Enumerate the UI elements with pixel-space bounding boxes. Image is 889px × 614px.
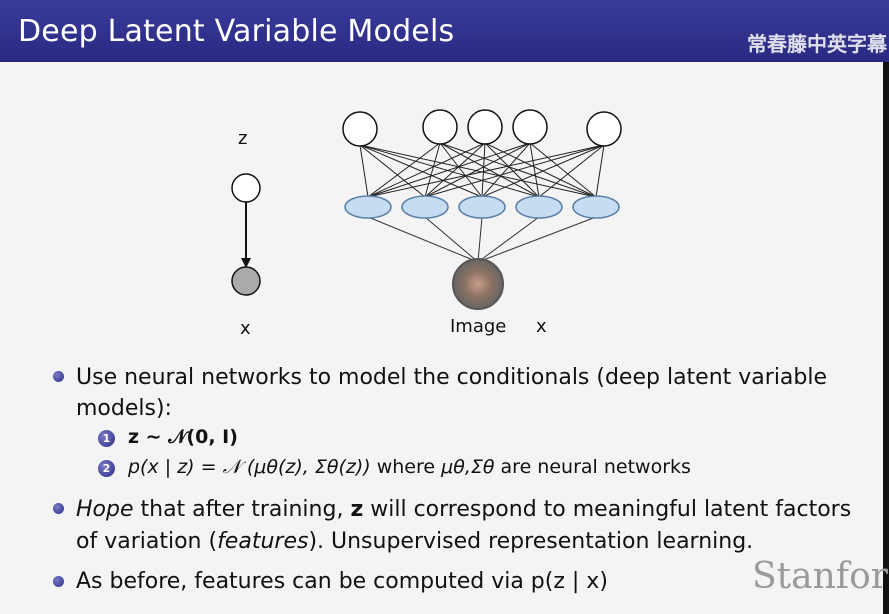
latent-unit <box>467 109 503 145</box>
bullet-dot-3 <box>53 576 64 587</box>
connection-edge <box>367 142 531 198</box>
z-label: z <box>238 128 248 149</box>
hidden-unit <box>344 195 392 219</box>
hope-word: Hope <box>76 497 134 522</box>
bullet-2-part-a: that after training, <box>133 497 351 522</box>
connection-edge <box>424 142 441 198</box>
bullet-2-part-c: ). Unsupervised representation learning. <box>308 529 754 554</box>
bullet-dot-2 <box>53 503 64 514</box>
output-edge <box>477 216 483 263</box>
image-x-label: x <box>536 316 547 337</box>
connection-edge <box>595 144 605 198</box>
connection-edge <box>481 142 486 198</box>
features-word: features <box>217 529 309 554</box>
bullet-2-part-b: will correspond to meaningful latent fac… <box>76 497 852 554</box>
connection-edge <box>424 142 486 198</box>
title-bar: Deep Latent Variable Models 常春藤中英字幕 <box>0 0 889 62</box>
connection-edge <box>529 142 597 198</box>
bullet-3-text: As before, features can be computed via … <box>76 569 608 594</box>
latent-unit <box>422 109 458 145</box>
connection-edge <box>424 144 605 198</box>
bullet-1-text: Use neural networks to model the conditi… <box>76 365 828 421</box>
connection-edge <box>359 144 369 198</box>
hidden-unit <box>401 195 449 219</box>
stanford-logo-watermark: Stanfor <box>752 556 888 597</box>
subtitle-watermark: 常春藤中英字幕 <box>747 32 887 56</box>
network-diagram <box>231 109 622 310</box>
output-edge <box>424 216 479 263</box>
bullet-2-text: Hope that after training, z will corresp… <box>76 494 856 558</box>
output-edge <box>367 216 479 263</box>
connection-edge <box>359 144 540 198</box>
connection-edge <box>367 142 486 198</box>
image-node <box>452 258 504 310</box>
hidden-unit <box>515 195 563 219</box>
output-edge <box>477 216 597 263</box>
sub-item-2-tail: are neural networks <box>494 456 691 478</box>
connection-edge <box>481 144 605 198</box>
z-node <box>231 173 261 203</box>
latent-unit <box>342 111 378 147</box>
connection-edge <box>367 144 605 198</box>
latent-unit <box>512 109 548 145</box>
x-node <box>231 266 261 296</box>
z-symbol: z <box>350 497 364 522</box>
sub-item-1-formula: z ∼ 𝒩(0, I) <box>128 426 238 448</box>
sub-item-2-where: where <box>370 456 442 478</box>
sub-number-2: 2 <box>98 460 115 477</box>
connection-edge <box>439 142 483 198</box>
hidden-unit <box>458 195 506 219</box>
right-edge-strip <box>883 62 889 614</box>
sub-number-1: 1 <box>98 430 115 447</box>
image-label: Image <box>450 316 507 337</box>
neural-network <box>342 109 622 310</box>
connection-edge <box>481 142 531 198</box>
sub-item-2-params: μθ,Σθ <box>441 456 495 478</box>
x-label: x <box>240 318 251 339</box>
graphical-model <box>231 173 261 296</box>
connection-edge <box>359 144 597 198</box>
bullet-dot-1 <box>53 371 64 382</box>
connection-edge <box>359 144 483 198</box>
connection-edge <box>484 142 540 198</box>
connection-edge <box>424 142 531 198</box>
connection-edge <box>538 144 605 198</box>
sub-item-2: p(x | z) = 𝒩 (μθ(z), Σθ(z)) where μθ,Σθ … <box>128 456 691 478</box>
sub-item-1: z ∼ 𝒩(0, I) <box>128 426 238 448</box>
latent-unit <box>586 111 622 147</box>
hidden-unit <box>572 195 620 219</box>
connection-edge <box>367 142 441 198</box>
connection-edge <box>359 144 426 198</box>
connection-edge <box>529 142 540 198</box>
arrow-head <box>241 258 251 268</box>
output-edge <box>477 216 540 263</box>
sub-item-2-formula: p(x | z) = 𝒩 (μθ(z), Σθ(z)) <box>128 456 371 478</box>
slide-title: Deep Latent Variable Models <box>18 14 455 49</box>
